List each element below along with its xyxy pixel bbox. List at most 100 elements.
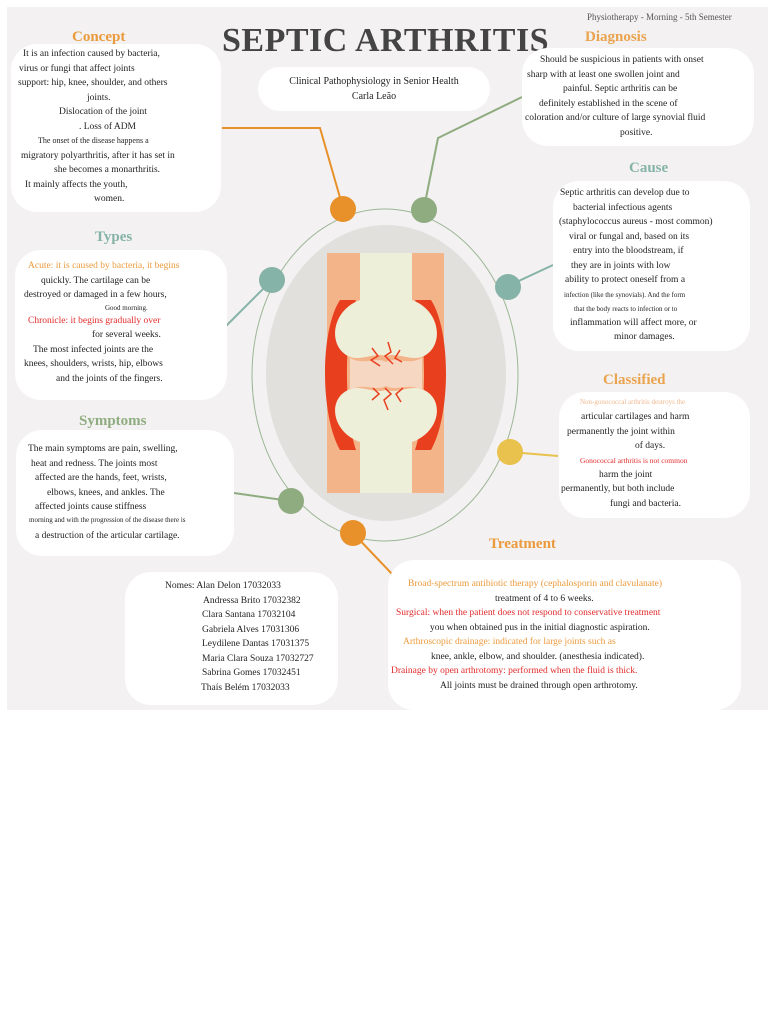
semester-label: Physiotherapy - Morning - 5th Semester <box>587 12 732 22</box>
concept-line: she becomes a monarthritis. <box>54 165 161 175</box>
types-note: Good morning. <box>105 303 148 312</box>
diagnosis-line: definitely established in the scene of <box>539 98 678 109</box>
classified-heading: Classified <box>603 372 666 388</box>
types-line: and the joints of the fingers. <box>56 373 163 384</box>
symptoms-heading: Symptoms <box>79 413 147 429</box>
classified-line: permanently the joint within <box>567 426 675 437</box>
types-line: for several weeks. <box>92 330 161 340</box>
names-line: Clara Santana 17032104 <box>202 610 296 620</box>
classified-line: harm the joint <box>599 469 653 480</box>
treatment-drainage: Drainage by open arthrotomy: performed w… <box>391 666 638 676</box>
classified-line: permanently, but both include <box>561 484 675 494</box>
classified-line: fungi and bacteria. <box>610 498 681 509</box>
treatment-line: All joints must be drained through open … <box>440 680 638 691</box>
cause-line: bacterial infectious agents <box>573 202 673 213</box>
concept-line: support: hip, knee, shoulder, and others <box>18 78 168 88</box>
outer-ring <box>251 208 519 542</box>
subtitle-course: Clinical Pathophysiology in Senior Healt… <box>289 76 459 87</box>
knee-joint-illustration <box>325 253 446 493</box>
classified-non-gonococcal: Non-gonococcal arthritis destroys the <box>580 398 686 406</box>
dot-types <box>259 267 285 293</box>
dot-classified <box>497 439 523 465</box>
symptoms-line: heat and redness. The joints most <box>31 458 158 469</box>
concept-box: It is an infection caused by bacteria, v… <box>11 44 221 212</box>
classified-gonococcal: Gonococcal arthritis is not common <box>580 455 688 465</box>
symptoms-box: The main symptoms are pain, swelling, he… <box>16 430 234 556</box>
cause-line: they are in joints with low <box>571 260 671 271</box>
diagnosis-line: Should be suspicious in patients with on… <box>540 55 704 65</box>
types-heading: Types <box>95 229 133 245</box>
treatment-line: you when obtained pus in the initial dia… <box>430 622 650 633</box>
treatment-surgical: Surgical: when the patient does not resp… <box>396 608 661 618</box>
cause-line: Septic arthritis can develop due to <box>560 188 690 198</box>
cause-small-line: that the body reacts to infection or to <box>574 304 678 313</box>
cause-small-line: infection (like the synovials). And the … <box>564 290 686 299</box>
names-line: Nomes: Alan Delon 17032033 <box>165 581 281 591</box>
dot-treatment <box>340 520 366 546</box>
cause-line: minor damages. <box>614 332 675 342</box>
diagnosis-line: positive. <box>620 127 653 138</box>
dot-diagnosis <box>411 197 437 223</box>
connector-concept <box>222 127 344 209</box>
concept-line: Dislocation of the joint <box>59 107 147 117</box>
subtitle-author: Carla Leão <box>351 90 397 102</box>
names-line: Sabrina Gomes 17032451 <box>202 668 301 678</box>
types-line: knees, shoulders, wrists, hip, elbows <box>24 359 163 369</box>
dot-concept <box>330 196 356 222</box>
names-line: Gabriela Alves 17031306 <box>202 624 300 635</box>
concept-line: migratory polyarthritis, after it has se… <box>21 150 175 161</box>
classified-box: Non-gonococcal arthritis destroys the ar… <box>559 392 750 518</box>
names-line: Thaís Belém 17032033 <box>201 682 290 693</box>
treatment-antibiotic: Broad-spectrum antibiotic therapy (cepha… <box>408 579 663 589</box>
types-line: destroyed or damaged in a few hours, <box>24 290 167 300</box>
concept-line: virus or fungi that affect joints <box>19 63 135 74</box>
cause-box: Septic arthritis can develop due to bact… <box>553 181 750 351</box>
treatment-heading: Treatment <box>489 536 556 552</box>
diagnosis-line: painful. Septic arthritis can be <box>563 84 678 94</box>
cause-line: viral or fungal and, based on its <box>569 231 690 242</box>
types-chronic: Chronicle: it begins gradually over <box>28 315 161 326</box>
concept-heading: Concept <box>72 29 126 45</box>
cause-line: entry into the bloodstream, if <box>573 246 684 256</box>
dot-cause <box>495 274 521 300</box>
symptoms-line: elbows, knees, and ankles. The <box>47 487 165 498</box>
subtitle-box: Clinical Pathophysiology in Senior Healt… <box>258 67 490 111</box>
concept-line: . Loss of ADM <box>79 121 137 132</box>
page-title: SEPTIC ARTHRITIS <box>222 22 550 59</box>
concept-line: joints. <box>87 92 111 103</box>
names-box: Nomes: Alan Delon 17032033 Andressa Brit… <box>125 572 338 705</box>
symptoms-line: a destruction of the articular cartilage… <box>35 530 180 541</box>
treatment-arthroscopic: Arthroscopic drainage: indicated for lar… <box>403 637 616 647</box>
connector-diagnosis <box>423 96 523 209</box>
names-line: Andressa Brito 17032382 <box>203 595 301 606</box>
concept-line: women. <box>94 194 125 204</box>
types-acute: Acute: it is caused by bacteria, it begi… <box>28 261 180 271</box>
cause-line: inflammation will affect more, or <box>570 317 697 328</box>
symptoms-line: affected are the hands, feet, wrists, <box>35 473 167 483</box>
cause-line: (staphylococcus aureus - most common) <box>559 217 713 227</box>
treatment-line: treatment of 4 to 6 weeks. <box>495 593 594 604</box>
symptoms-line: The main symptoms are pain, swelling, <box>28 444 178 454</box>
dot-symptoms <box>278 488 304 514</box>
cause-line: ability to protect oneself from a <box>565 275 686 285</box>
cause-heading: Cause <box>629 160 669 176</box>
types-line: The most infected joints are the <box>33 344 154 355</box>
types-line: quickly. The cartilage can be <box>41 275 151 286</box>
concept-line: It mainly affects the youth, <box>25 179 128 190</box>
treatment-line: knee, ankle, elbow, and shoulder. (anest… <box>431 651 645 662</box>
classified-line: articular cartilages and harm <box>581 412 690 422</box>
symptoms-line: affected joints cause stiffness <box>35 502 147 512</box>
names-line: Maria Clara Souza 17032727 <box>202 653 314 664</box>
diagnosis-box: Should be suspicious in patients with on… <box>522 48 754 146</box>
classified-line: of days. <box>635 441 666 451</box>
concept-line: It is an infection caused by bacteria, <box>23 49 160 59</box>
concept-line: The onset of the disease happens a <box>38 136 149 145</box>
diagnosis-line: coloration and/or culture of large synov… <box>525 113 706 123</box>
diagnosis-heading: Diagnosis <box>585 29 647 45</box>
diagnosis-line: sharp with at least one swollen joint an… <box>527 69 680 80</box>
names-line: Leydilene Dantas 17031375 <box>202 639 310 649</box>
treatment-box: Broad-spectrum antibiotic therapy (cepha… <box>388 560 741 710</box>
symptoms-small-line: morning and with the progression of the … <box>29 515 186 524</box>
types-box: Acute: it is caused by bacteria, it begi… <box>15 250 227 400</box>
